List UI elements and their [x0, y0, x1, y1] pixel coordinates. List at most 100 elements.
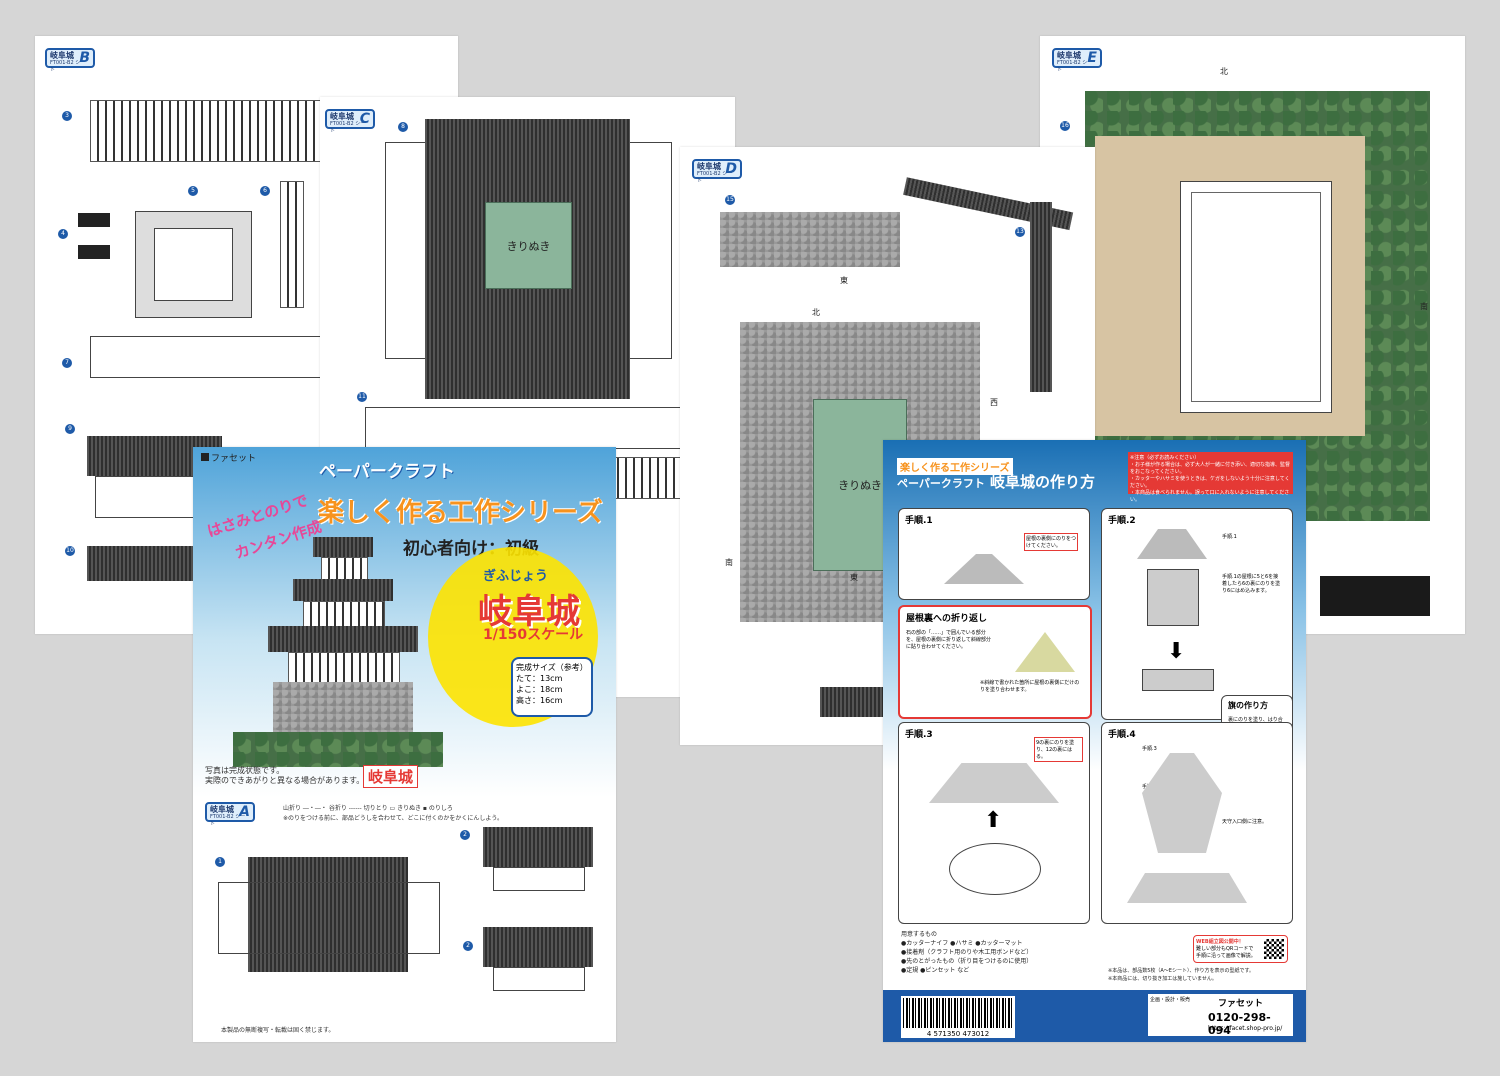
- cover-reading: ぎふじょう: [483, 569, 549, 584]
- cover-banner: ファセット ペーパークラフト 楽しく作る工作シリーズ はさみとのりで カンタン作…: [193, 447, 616, 797]
- sheet-c-name: 岐阜城: [330, 112, 354, 121]
- notice-box: ※注意（必ずお読みください） ・お子様が作る場合は、必ず大人が一緒に付き添い、適…: [1128, 452, 1293, 503]
- part-number-10: 10: [65, 546, 75, 556]
- cover-scale: 1/150スケール: [483, 627, 584, 643]
- web-note: 難しい部分もQRコードで手順に沿って画像で解説。: [1196, 946, 1256, 959]
- step2-note-2: 手順.1の屋根に5と6を接着したら6の裏にのりを塗り6にはめ込みます。: [1222, 574, 1281, 594]
- gable-wall-9: [95, 476, 212, 518]
- size-box: 完成サイズ（参考） たて：13cm よこ：18cm 高さ：16cm: [511, 657, 593, 717]
- part-number-8: 8: [398, 122, 408, 132]
- sheet-b-code: FT001-B2 シート: [50, 60, 86, 73]
- sheet-b-letter: B: [79, 50, 90, 66]
- notice-line-1: ・お子様が作る場合は、必ず大人が一緒に付き添い、適切な指導、監督をおこなってくだ…: [1130, 462, 1291, 475]
- qr-code-icon[interactable]: [1264, 939, 1284, 959]
- size-depth: 高さ：16cm: [516, 696, 563, 705]
- fold-diagram: [1015, 632, 1075, 672]
- step4-castle-diagram: [1142, 753, 1222, 853]
- step2-label: 手順.2: [1108, 516, 1136, 526]
- direction-south-label: 南: [725, 558, 733, 567]
- cover-title: 岐阜城: [478, 592, 580, 632]
- step4-label-a: 手順.3: [1142, 746, 1157, 752]
- step2-roof-diagram: [1137, 529, 1207, 559]
- cover-series: 楽しく作る工作シリーズ: [318, 498, 603, 528]
- web-title: WEB組立図公開中！: [1196, 939, 1244, 945]
- tools-line-2: ●接着剤（クラフト用のりや木工用ボンドなど）: [901, 949, 1033, 956]
- direction-north-label: 北: [812, 308, 820, 317]
- manual-series: 楽しく作る工作シリーズ: [897, 458, 1013, 475]
- sheet-d-letter: D: [725, 161, 737, 177]
- manual-footer: 4 571350 473012 企画・設計・販売 ファセット 0120-298-…: [883, 990, 1306, 1042]
- step3-wall-diagram: [949, 843, 1041, 895]
- sheet-c-code: FT001-B2 シート: [330, 121, 366, 134]
- direction-east-label-top: 東: [840, 276, 848, 285]
- legend-note: ※のりをつける前に、部品どうしを合わせて、どこに付くのかをかくにんしよう。: [283, 815, 504, 822]
- sheet-b-name: 岐阜城: [50, 51, 74, 60]
- tools-line-3: ●先のとがったもの（折り目をつけるのに使用）: [901, 958, 1033, 965]
- cutout-area-c: きりぬき: [485, 202, 572, 289]
- manual-title: 岐阜城の作り方: [990, 473, 1096, 491]
- step1-box: 手順.1 屋根の裏側にのりをつけてください。: [898, 508, 1090, 600]
- flag-title: 旗の作り方: [1228, 701, 1268, 710]
- notice-title: ※注意（必ずお読みください）: [1130, 455, 1200, 461]
- base-center-frame: [1180, 181, 1332, 413]
- manual-kicker: ペーパークラフト: [897, 477, 985, 490]
- tools-line-1: ●カッターナイフ ●ハサミ ●カッターマット: [901, 940, 1023, 947]
- sheet-a-name: 岐阜城: [210, 805, 234, 814]
- gable-part-2b: [483, 927, 593, 967]
- shop-url[interactable]: https://facet.shop-pro.jp/: [1208, 1025, 1283, 1032]
- tools-title: 用意するもの: [901, 931, 938, 938]
- gable-base-2a: [493, 867, 585, 891]
- gable-base-2b: [493, 967, 585, 991]
- step1-roof-diagram: [944, 554, 1024, 584]
- web-box: WEB組立図公開中！ 難しい部分もQRコードで手順に沿って画像で解説。: [1193, 935, 1288, 963]
- part-number-6: 6: [260, 186, 270, 196]
- size-heading: 完成サイズ（参考）: [516, 663, 588, 672]
- gable-part-2a: [483, 827, 593, 867]
- tools-list: 用意するもの ●カッターナイフ ●ハサミ ●カッターマット ●接着剤（クラフト用…: [901, 930, 1032, 975]
- flag-strip: [1320, 576, 1430, 616]
- part-frame-5: [135, 211, 252, 318]
- part-number-1: 1: [215, 857, 225, 867]
- maker-label: 企画・設計・販売: [1150, 997, 1191, 1003]
- sheet-a-tag: 岐阜城 FT001-B2 シート A: [205, 802, 255, 827]
- fold-title: 屋根裏への折り返し: [906, 614, 988, 624]
- down-arrow-icon: ⬇: [1167, 639, 1186, 664]
- fold-box: 屋根裏への折り返し 石の部の「……」で囲んでいる部分を、屋根の裏側に折り返して斜…: [898, 605, 1092, 719]
- cutout-label-d: きりぬき: [838, 479, 882, 492]
- sheet-c-letter: C: [359, 111, 370, 127]
- notice-line-3: ・本商品は食べられません。誤って口に入れないように注意してください。: [1130, 490, 1290, 503]
- tools-line-4: ●定規 ●ピンセット など: [901, 967, 970, 974]
- spec-line-2: ※本商品には、切り抜き加工は施していません。: [1108, 976, 1217, 982]
- spec-line-1: ※本品は、部品数5枚（A〜Eシート）、作り方を表示の型紙です。: [1108, 968, 1254, 974]
- cutout-label-c: きりぬき: [506, 239, 551, 253]
- part-number-4: 4: [58, 229, 68, 239]
- sheet-e-tag: 岐阜城 FT001-B2 シート E: [1052, 48, 1102, 73]
- step1-note: 屋根の裏側にのりをつけてください。: [1024, 533, 1078, 551]
- step2-box-diagram: [1147, 569, 1199, 626]
- brand-name: ファセット: [211, 454, 257, 464]
- step4-note: 天守入口側に注意。: [1222, 819, 1268, 825]
- direction-east-label: 東: [850, 573, 858, 582]
- sheet-d-name: 岐阜城: [697, 162, 721, 171]
- fold-note-2: ※斜線で書かれた箇所に屋根の裏側にだけのりを塗り合わせます。: [980, 680, 1080, 693]
- fence-part-6: [280, 181, 304, 308]
- sheet-a-code: FT001-B2 シート: [210, 814, 246, 827]
- step3-box: 手順.3 9の裏にのりを塗り、12の裏にはる。 ⬆: [898, 722, 1090, 924]
- direction-west-label: 西: [990, 398, 998, 407]
- photo-note-1: 写真は完成状態です。: [205, 766, 285, 775]
- part-number-5: 5: [188, 186, 198, 196]
- brand: ファセット: [201, 451, 256, 464]
- up-arrow-icon: ⬆: [984, 808, 1003, 833]
- sheet-a-footer: 本製品の無断複写・転載は固く禁じます。: [221, 1027, 335, 1034]
- part-number-11: 11: [357, 392, 367, 402]
- notice-line-2: ・カッターやハサミを使うときは、ケガをしないよう十分に注意してください。: [1130, 476, 1290, 489]
- step4-box: 手順.4 手順.3 手順.2 天守入口側に注意。: [1101, 722, 1293, 924]
- stone-wall-15: [720, 212, 900, 267]
- part-number-15: 15: [725, 195, 735, 205]
- brand-logo-icon: [201, 453, 209, 461]
- size-height: たて：13cm: [516, 674, 563, 683]
- sheet-b-tag: 岐阜城 FT001-B2 シート B: [45, 48, 95, 73]
- step2-base-diagram: [1142, 669, 1214, 691]
- sheet-d-code: FT001-B2 シート: [697, 171, 733, 184]
- part-4a: [78, 213, 110, 227]
